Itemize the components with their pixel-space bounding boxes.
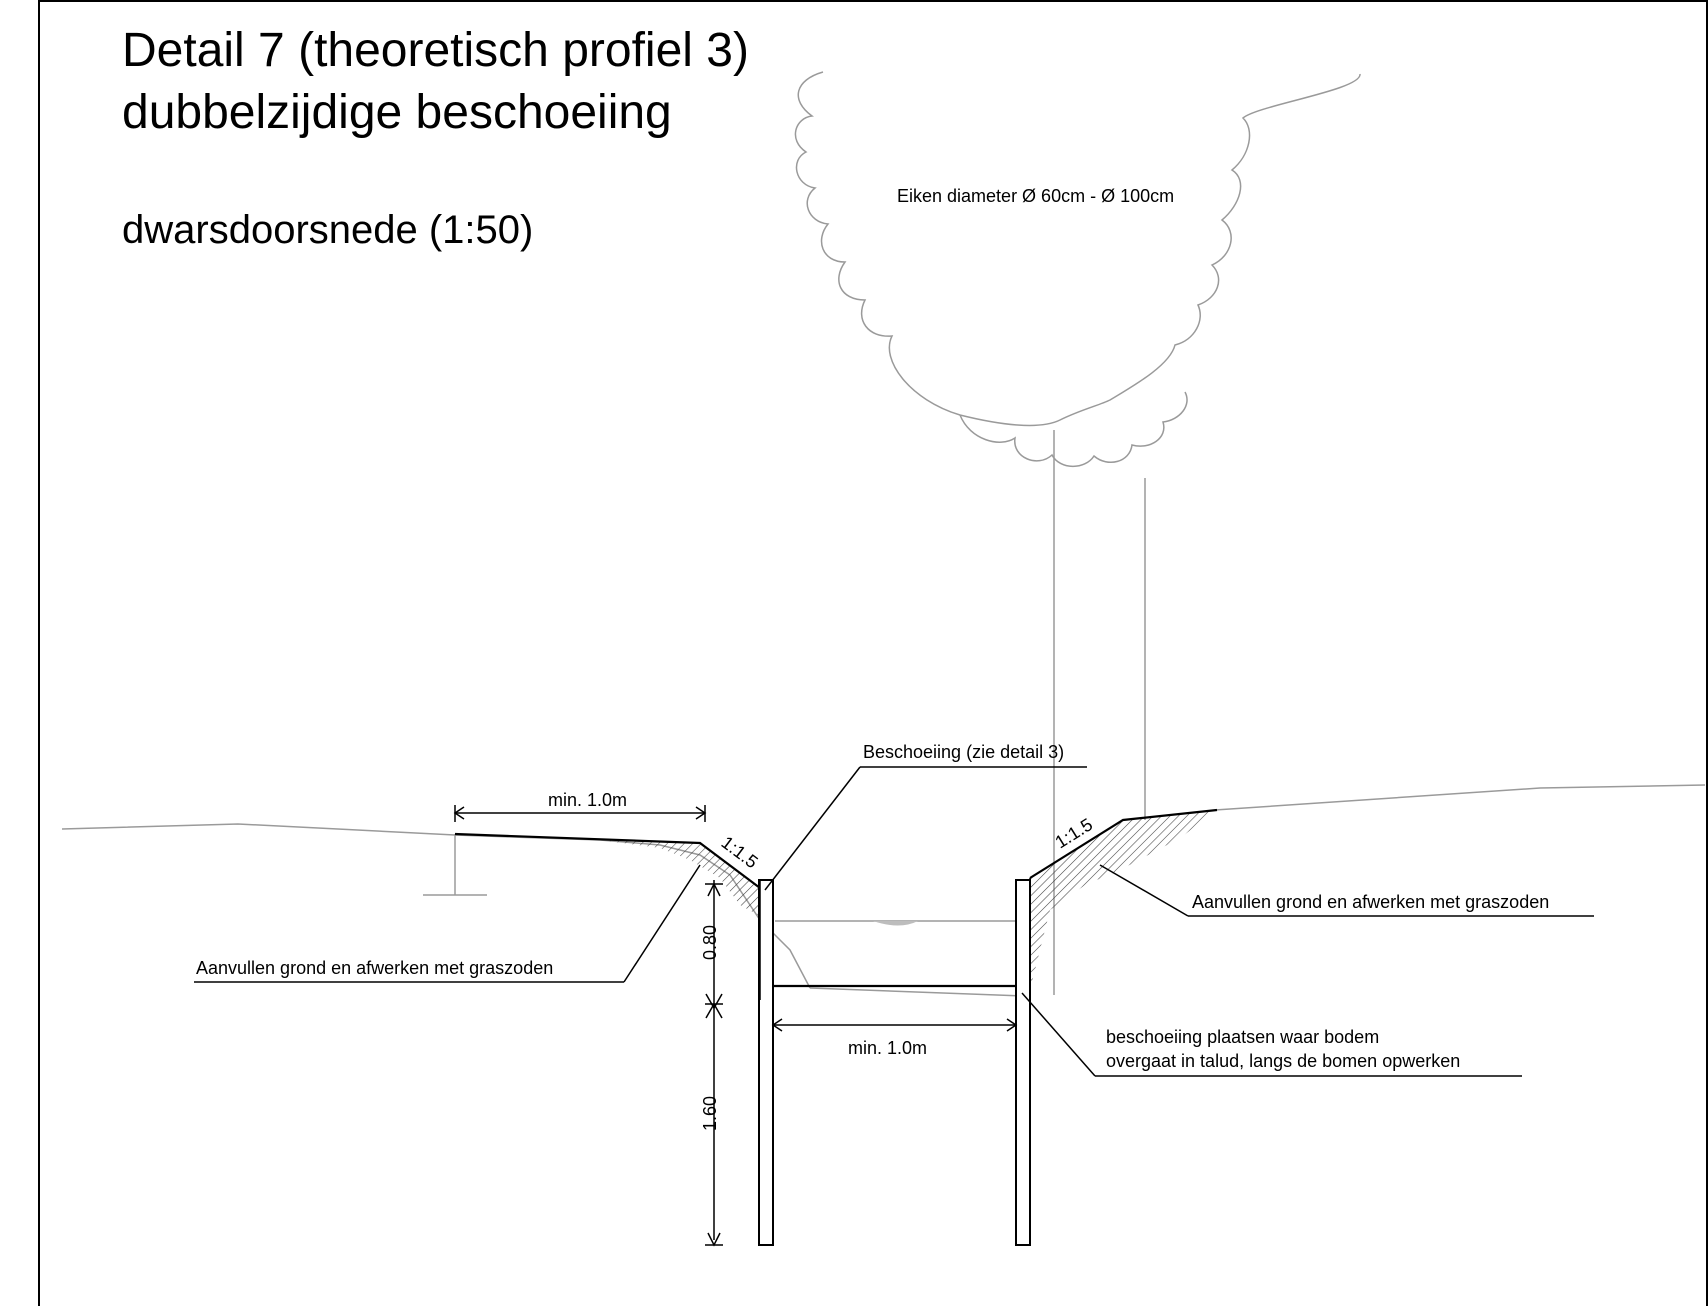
dim-height-upper: 0.80 xyxy=(700,925,720,960)
dim-vert-arrow-top xyxy=(707,882,721,897)
dim-vert-mid-arrow-1 xyxy=(705,993,723,1010)
new-profile-left xyxy=(454,832,761,889)
label-aanvullen-left: Aanvullen grond en afwerken met graszode… xyxy=(196,958,553,978)
title-line-1: Detail 7 (theoretisch profiel 3) xyxy=(122,24,749,77)
leader-beschoeiing xyxy=(764,766,861,891)
label-plaatsen-line-1: beschoeiing plaatsen waar bodem xyxy=(1106,1027,1379,1047)
terrain-bottom xyxy=(809,987,1026,997)
dim-top-label: min. 1.0m xyxy=(548,790,627,810)
label-beschoeiing: Beschoeiing (zie detail 3) xyxy=(863,742,1064,762)
dim-bottom-label: min. 1.0m xyxy=(848,1038,927,1058)
tree-crown xyxy=(794,71,1361,427)
leader-aanvullen-right xyxy=(1099,864,1189,917)
leader-plaatsen xyxy=(1021,992,1096,1077)
fill-hatch-right xyxy=(1030,810,1217,990)
tree-crown-bottom xyxy=(959,391,1188,468)
terrain-right xyxy=(1214,784,1706,811)
fill-hatch-left xyxy=(600,840,758,915)
drawing-frame xyxy=(38,0,1708,1306)
label-aanvullen-right: Aanvullen grond en afwerken met graszode… xyxy=(1192,892,1549,912)
leader-aanvullen-left xyxy=(623,864,701,983)
new-profile-right xyxy=(1029,808,1218,879)
dim-bottom-arrow-right xyxy=(1006,1018,1018,1032)
label-plaatsen-line-2: overgaat in talud, langs de bomen opwerk… xyxy=(1106,1051,1460,1071)
title-line-2: dubbelzijdige beschoeiing xyxy=(122,86,672,139)
pile-left xyxy=(758,879,774,1246)
tree-label: Eiken diameter Ø 60cm - Ø 100cm xyxy=(897,186,1174,206)
pile-right xyxy=(1015,879,1031,1246)
dim-height-lower: 1.60 xyxy=(700,1096,720,1131)
dim-bottom-arrow-left xyxy=(771,1018,783,1032)
subtitle: dwarsdoorsnede (1:50) xyxy=(122,208,533,252)
water-mark xyxy=(873,921,918,926)
